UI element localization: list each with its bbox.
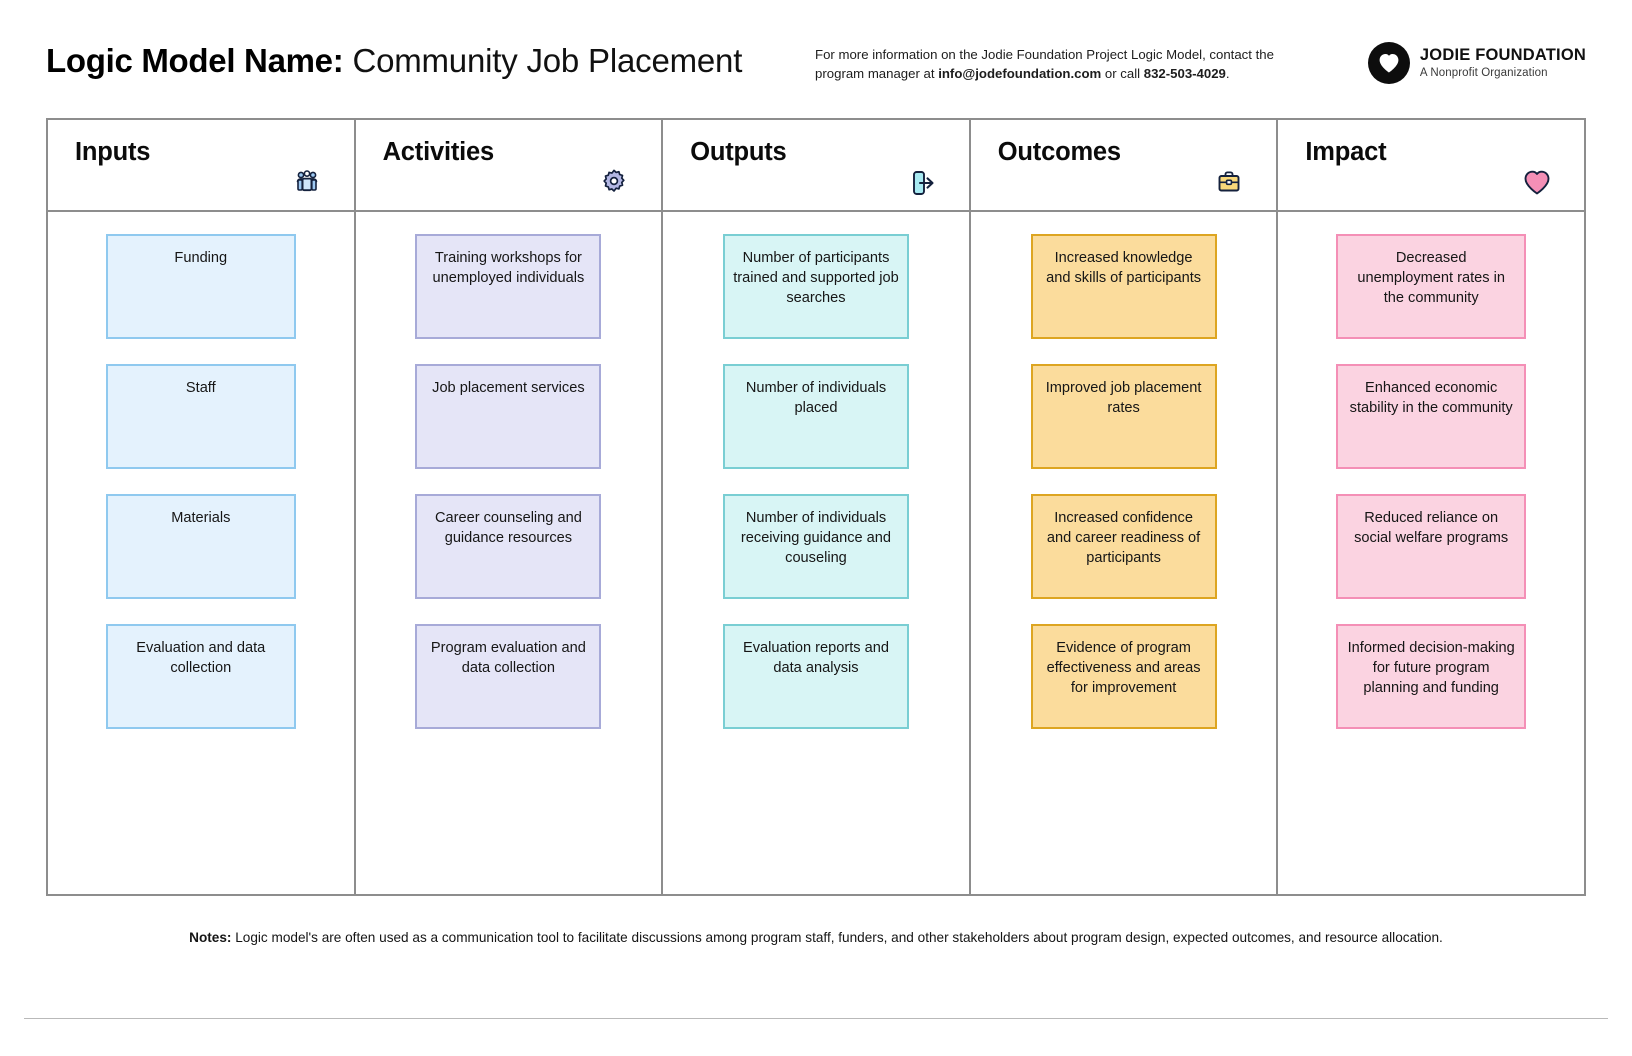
column-title-inputs: Inputs [75, 138, 151, 166]
page-title-value: Community Job Placement [352, 42, 743, 79]
contact-line-2-prefix: program manager at [815, 65, 939, 81]
contact-info: For more information on the Jodie Founda… [815, 36, 1335, 83]
card-inputs-4[interactable]: Evaluation and data collection [105, 624, 296, 729]
card-activities-1[interactable]: Training workshops for unemployed indivi… [415, 234, 602, 339]
card-activities-3[interactable]: Career counseling and guidance resources [415, 494, 602, 599]
contact-phone[interactable]: 832-503-4029 [1143, 65, 1226, 81]
heart-icon [1520, 166, 1554, 200]
card-activities-2[interactable]: Job placement services [415, 364, 602, 469]
column-outcomes: Outcomes Increased knowledge and skills … [970, 120, 1279, 894]
card-outputs-3[interactable]: Number of individuals receiving guidance… [722, 494, 909, 599]
briefcase-icon [1212, 166, 1246, 200]
export-arrow-icon [905, 166, 939, 200]
card-impact-2[interactable]: Enhanced economic stability in the commu… [1336, 364, 1527, 469]
card-activities-4[interactable]: Program evaluation and data collection [415, 624, 602, 729]
card-outcomes-1[interactable]: Increased knowledge and skills of partic… [1030, 234, 1217, 339]
logo-tagline: A Nonprofit Organization [1419, 66, 1548, 79]
logic-model-table: Inputs Funding Staff [46, 118, 1586, 896]
card-impact-1[interactable]: Decreased unemployment rates in the comm… [1336, 234, 1527, 339]
column-header-impact: Impact [1278, 120, 1584, 212]
column-body-impact: Decreased unemployment rates in the comm… [1278, 212, 1584, 894]
gear-icon [597, 166, 631, 200]
page-title-label: Logic Model Name: [46, 42, 344, 79]
page-title: Logic Model Name: Community Job Placemen… [46, 36, 742, 80]
card-inputs-1[interactable]: Funding [105, 234, 296, 339]
notes-label: Notes: [189, 930, 232, 945]
column-body-outcomes: Increased knowledge and skills of partic… [971, 212, 1277, 894]
card-outcomes-2[interactable]: Improved job placement rates [1030, 364, 1217, 469]
column-body-inputs: Funding Staff Materials Evaluation and d… [48, 212, 354, 894]
card-outputs-4[interactable]: Evaluation reports and data analysis [722, 624, 909, 729]
column-title-outputs: Outputs [690, 138, 787, 166]
contact-line-1: For more information on the Jodie Founda… [815, 47, 1274, 62]
heart-in-circle-icon [1367, 42, 1410, 84]
column-body-outputs: Number of participants trained and suppo… [663, 212, 969, 894]
contact-mid-text: or call [1101, 65, 1144, 81]
column-outputs: Outputs Number of participants trained a… [663, 120, 971, 894]
column-title-outcomes: Outcomes [997, 138, 1121, 166]
card-inputs-2[interactable]: Staff [105, 364, 296, 469]
card-outcomes-3[interactable]: Increased confidence and career readines… [1030, 494, 1217, 599]
column-header-outcomes: Outcomes [970, 120, 1277, 212]
page-header: Logic Model Name: Community Job Placemen… [46, 36, 1586, 100]
card-outcomes-4[interactable]: Evidence of program effectiveness and ar… [1030, 624, 1217, 729]
card-outputs-2[interactable]: Number of individuals placed [722, 364, 909, 469]
column-header-activities: Activities [355, 120, 662, 212]
organization-logo: JODIE FOUNDATION A Nonprofit Organizatio… [1367, 36, 1586, 84]
notes-line: Notes: Logic model's are often used as a… [46, 928, 1586, 947]
people-group-icon [290, 166, 324, 200]
logo-text-block: JODIE FOUNDATION A Nonprofit Organizatio… [1420, 46, 1586, 79]
card-inputs-3[interactable]: Materials [105, 494, 296, 599]
column-title-activities: Activities [382, 138, 495, 166]
column-body-activities: Training workshops for unemployed indivi… [356, 212, 662, 894]
card-outputs-1[interactable]: Number of participants trained and suppo… [722, 234, 909, 339]
notes-text: Logic model's are often used as a commun… [231, 930, 1443, 945]
contact-period: . [1225, 65, 1230, 81]
contact-email[interactable]: info@jodefoundation.com [938, 65, 1102, 81]
column-header-inputs: Inputs [48, 120, 354, 212]
column-header-outputs: Outputs [663, 120, 969, 212]
column-title-impact: Impact [1305, 138, 1387, 166]
logo-name: JODIE FOUNDATION [1419, 46, 1586, 65]
column-activities: Activities Training workshops for unempl… [355, 120, 664, 894]
footer-divider [24, 1018, 1608, 1019]
card-impact-3[interactable]: Reduced reliance on social welfare progr… [1336, 494, 1527, 599]
card-impact-4[interactable]: Informed decision-making for future prog… [1336, 624, 1527, 729]
column-inputs: Inputs Funding Staff [48, 120, 356, 894]
column-impact: Impact Decreased unemployment rates in t… [1278, 120, 1584, 894]
